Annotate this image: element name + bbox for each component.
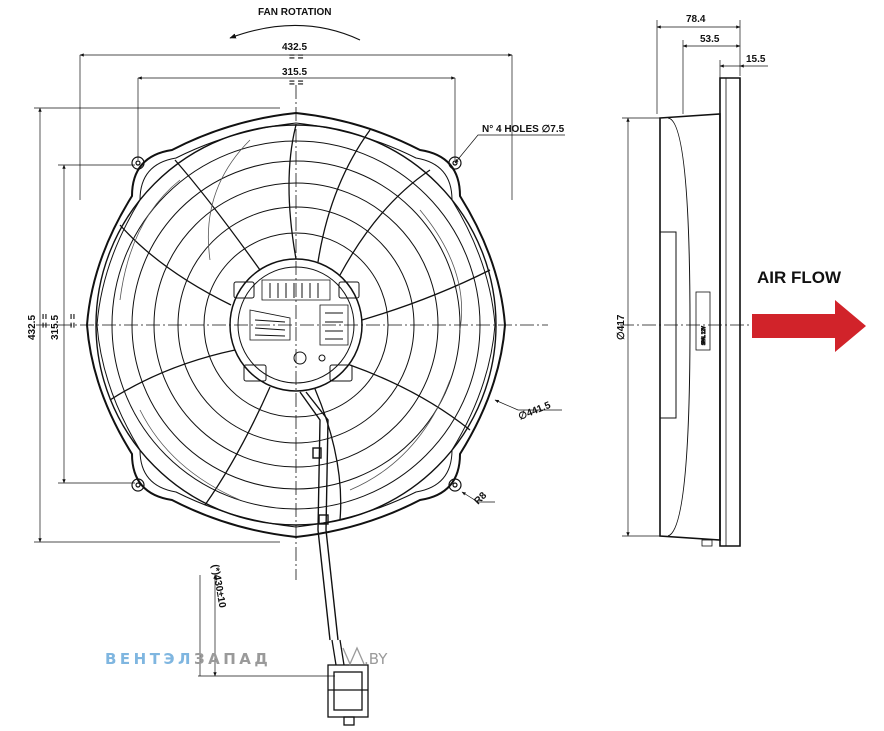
side-diameter-label: ∅417	[616, 314, 627, 340]
motor-ring-inner	[237, 266, 355, 384]
brand-part-2: ЗАПАД	[194, 650, 271, 668]
air-flow-label: AIR FLOW	[757, 268, 842, 287]
radius-label: R8	[472, 490, 489, 507]
power-cable	[299, 391, 339, 641]
mounting-frame	[85, 111, 507, 539]
holes-label: N° 4 HOLES ∅7.5	[482, 124, 565, 135]
cable-clip	[312, 447, 322, 459]
side-label	[695, 291, 711, 351]
dim-overall-width: 432.5	[282, 42, 307, 53]
hole-bottom-left	[131, 478, 145, 492]
brand-suffix: .BY	[364, 650, 388, 668]
side-flange	[719, 77, 741, 547]
side-motor	[659, 231, 677, 419]
svg-text:SPAL 12V: SPAL 12V	[701, 326, 706, 345]
guard-ring-4	[177, 206, 415, 444]
cable-connector	[327, 639, 369, 726]
dim-overall-height: 432.5	[27, 315, 38, 340]
guard-ring-5	[203, 232, 389, 418]
dim-depth-flange: 15.5	[746, 54, 766, 65]
hole-bottom-right	[448, 478, 462, 492]
guard-ring-1	[111, 140, 481, 510]
svg-text:= =: = =	[289, 52, 304, 63]
guard-ring-3	[153, 182, 439, 468]
front-view	[36, 85, 548, 726]
svg-text:= =: = =	[68, 313, 79, 328]
brand-logo-icon	[342, 646, 365, 666]
svg-text:ВЕНТЭЛЗАПАД: ВЕНТЭЛЗАПАД	[105, 650, 271, 668]
guard-spokes	[109, 124, 491, 521]
side-view: SPAL 12V	[620, 77, 760, 547]
outer-diameter-label: ∅441.5	[517, 400, 553, 423]
dim-depth-total: 78.4	[686, 14, 706, 25]
motor-hub	[233, 279, 360, 382]
side-shroud	[667, 117, 691, 537]
fan-blades	[119, 139, 463, 501]
dim-depth-mid: 53.5	[700, 34, 720, 45]
guard-ring-2	[131, 160, 461, 490]
dim-hole-height: 315.5	[50, 315, 61, 340]
brand-part-1: ВЕНТЭЛ	[105, 650, 194, 668]
side-dimensions	[622, 20, 768, 537]
front-dimensions	[34, 24, 565, 677]
dim-hole-width: 315.5	[282, 67, 307, 78]
svg-text:= =: = =	[289, 78, 304, 89]
cable-length-label: (*)430±10	[209, 564, 228, 610]
svg-text:= =: = =	[40, 313, 51, 328]
brand-watermark: ВЕНТЭЛЗАПАД .BY	[105, 646, 388, 668]
air-flow-arrow	[752, 300, 866, 352]
rotation-arc	[229, 24, 361, 41]
fan-rotation-label: FAN ROTATION	[258, 7, 332, 18]
